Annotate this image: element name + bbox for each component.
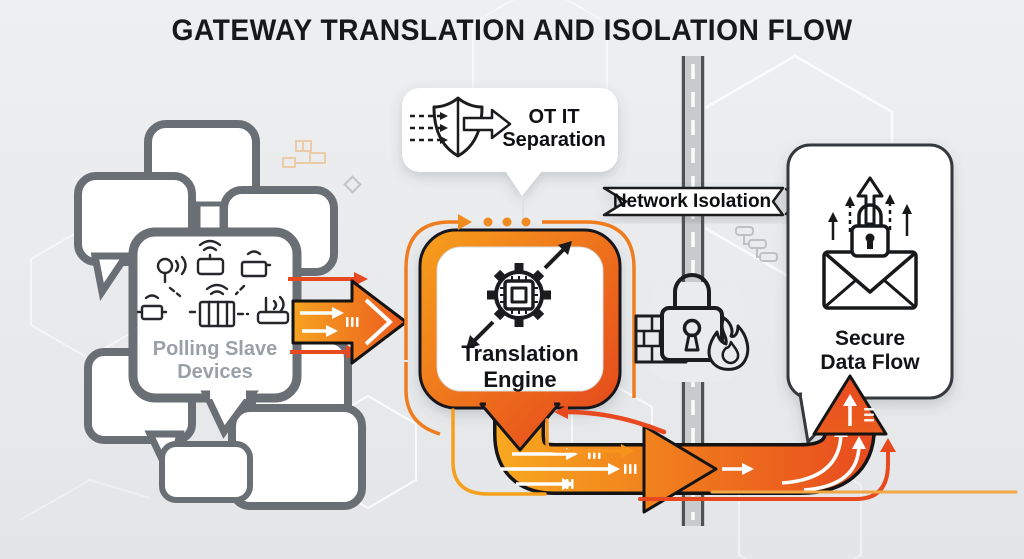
diagram-title: GATEWAY TRANSLATION AND ISOLATION FLOW (171, 14, 853, 47)
gear-chip-icon (466, 241, 572, 349)
background-circuit-motifs (282, 140, 778, 262)
firewall-lock-flame-icon (634, 273, 750, 382)
bottom-flow-band (451, 374, 1018, 514)
box-loop-line (404, 220, 636, 436)
shield-passthrough-icon (410, 96, 512, 158)
flow-arrow-left (288, 272, 408, 365)
translation-engine-label: Translation Engine (461, 341, 579, 392)
secure-data-flow-label: Secure Data Flow (820, 327, 920, 375)
iot-device-cluster-icon (136, 239, 290, 328)
speech-bubble-cluster (74, 120, 366, 510)
loop-dots (483, 217, 531, 227)
polling-devices-label: Polling Slave Devices (152, 338, 278, 384)
network-isolation-label: Network Isolation (612, 191, 772, 212)
otit-separation-label: OT IT Separation (502, 106, 606, 152)
loop-arrowhead (458, 214, 472, 230)
locked-envelope-arrows-icon (822, 176, 918, 310)
